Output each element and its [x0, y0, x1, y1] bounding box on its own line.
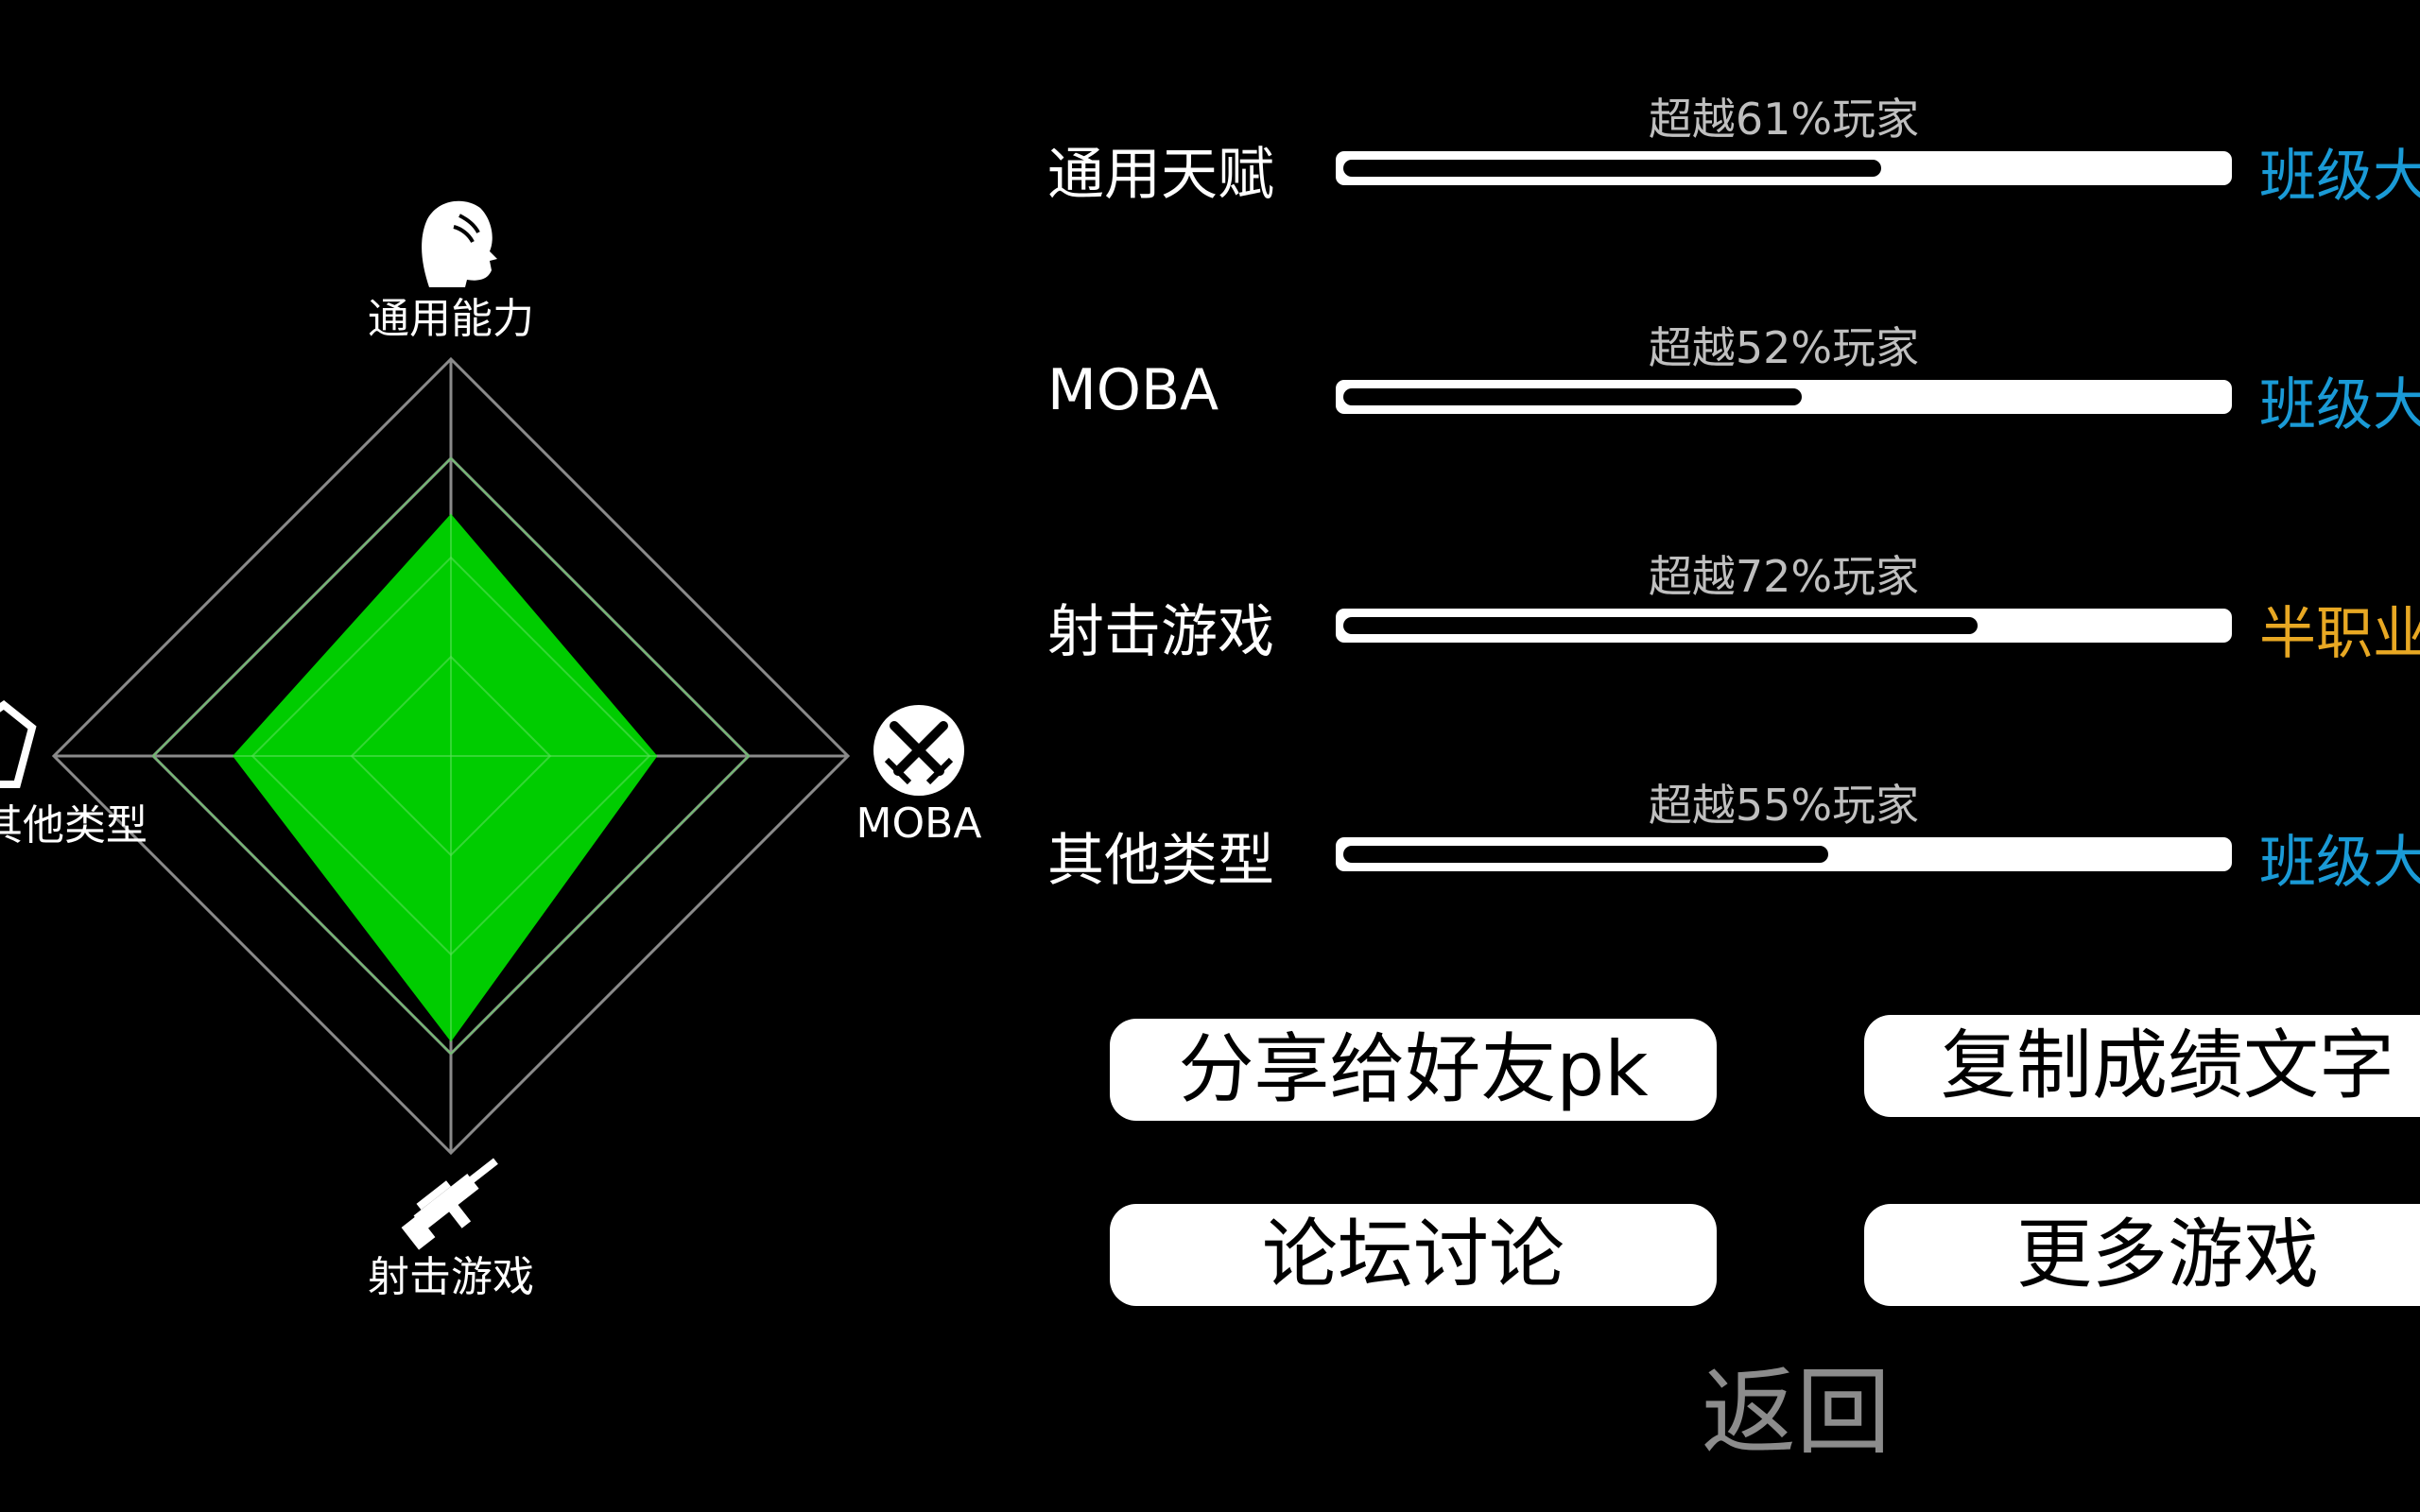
head-icon	[422, 200, 497, 287]
stat-progress-fill	[1343, 160, 1881, 177]
stat-name: 射击游戏	[1047, 599, 1274, 665]
copy-results-button[interactable]: 复制成绩文字	[1864, 1015, 2420, 1117]
axis-label-shooter: 射击游戏	[368, 1253, 534, 1301]
stat-progress-fill	[1343, 846, 1828, 863]
stat-rank-label: 班级大	[2259, 830, 2420, 896]
stat-caption: 超越55%玩家	[1648, 780, 1920, 831]
axis-label-other: 其他类型	[0, 801, 147, 850]
stat-row-shooter: 超越72%玩家 射击游戏 半职业	[1040, 551, 2420, 675]
share-to-friend-button[interactable]: 分享给好友pk	[1110, 1019, 1717, 1121]
stat-row-moba: 超越52%玩家 MOBA 班级大	[1040, 322, 2420, 446]
stat-caption: 超越72%玩家	[1648, 551, 1920, 602]
axis-label-moba: MOBA	[856, 799, 982, 848]
radar-inner-ring	[151, 456, 751, 1056]
stat-progress-bar	[1336, 837, 2232, 871]
stat-rank-label: 班级大	[2259, 372, 2420, 438]
stat-progress-bar	[1336, 151, 2232, 185]
stat-rank-label: 班级大	[2259, 144, 2420, 210]
polygon-icon	[0, 699, 37, 788]
stat-name: 通用天赋	[1047, 142, 1274, 208]
gun-icon	[401, 1158, 498, 1250]
stat-caption: 超越52%玩家	[1648, 322, 1920, 373]
radar-data-polygon	[233, 513, 658, 1042]
radar-chart: 通用能力 MOBA 射击游戏 其他类型	[0, 200, 982, 1301]
stat-row-general: 超越61%玩家 通用天赋 班级大	[1040, 94, 2420, 217]
stat-progress-bar	[1336, 380, 2232, 414]
stat-row-other: 超越55%玩家 其他类型 班级大	[1040, 780, 2420, 903]
stat-name: MOBA	[1047, 357, 1219, 423]
stat-caption: 超越61%玩家	[1648, 94, 1920, 145]
stat-progress-bar	[1336, 609, 2232, 643]
more-games-button[interactable]: 更多游戏	[1864, 1204, 2420, 1306]
forum-discussion-button[interactable]: 论坛讨论	[1110, 1204, 1717, 1306]
axis-label-general: 通用能力	[368, 295, 534, 343]
stat-rank-label: 半职业	[2259, 601, 2420, 667]
back-button[interactable]: 返回	[1702, 1357, 1891, 1468]
radar-inner-grid	[151, 456, 751, 1056]
stat-progress-fill	[1343, 388, 1802, 405]
stat-name: 其他类型	[1047, 828, 1274, 894]
moba-crossed-swords-icon	[873, 705, 964, 796]
stat-progress-fill	[1343, 617, 1979, 634]
